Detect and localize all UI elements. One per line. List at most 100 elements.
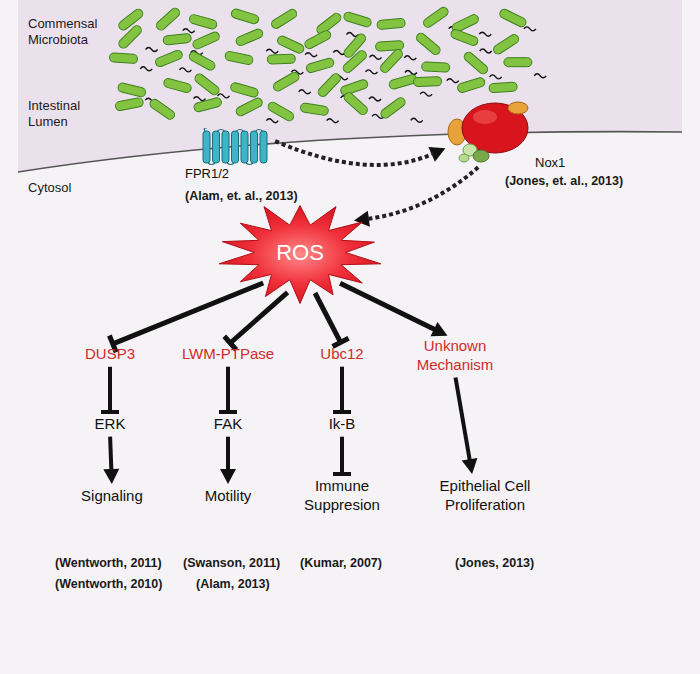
bacterium xyxy=(267,54,295,64)
subunit xyxy=(473,150,489,162)
node-text: Motility xyxy=(205,487,252,506)
metabolite-squiggle xyxy=(183,29,195,33)
process-label: Signaling xyxy=(81,487,143,506)
bacterium xyxy=(498,8,527,28)
metabolite-squiggle xyxy=(140,67,152,71)
node-text: FPR1/2 xyxy=(185,166,275,182)
citation: (Kumar, 2007) xyxy=(300,556,382,572)
metabolite-squiggle xyxy=(420,92,432,96)
region-label: Intestinal Lumen xyxy=(28,98,108,131)
bacterium xyxy=(188,14,217,30)
connector-line xyxy=(315,293,341,342)
citation: (Alam, 2013) xyxy=(196,577,270,593)
metabolite-squiggle xyxy=(299,90,311,94)
bacterium xyxy=(489,82,518,93)
bacterium xyxy=(343,11,372,28)
receptor-helices xyxy=(201,128,271,166)
bacterium xyxy=(492,33,520,56)
citation: (Wentworth, 2011) xyxy=(55,556,162,572)
metabolite-squiggle xyxy=(179,68,191,72)
connector xyxy=(220,437,236,484)
nox1-complex xyxy=(440,100,540,166)
highlight xyxy=(473,110,497,124)
bacterium xyxy=(193,97,222,113)
process-label: ERK xyxy=(95,415,126,434)
connector xyxy=(275,141,445,165)
metabolite-squiggle xyxy=(146,48,158,52)
connector-line xyxy=(340,367,344,412)
helix xyxy=(260,131,267,163)
bacterium xyxy=(267,101,296,123)
connector xyxy=(333,367,351,412)
target-label: DUSP3 xyxy=(85,345,135,364)
process-label: Motility xyxy=(205,487,252,506)
metabolite-squiggle xyxy=(370,55,382,59)
metabolite-squiggle xyxy=(305,53,317,57)
bacterium xyxy=(191,31,220,51)
dashed-connector xyxy=(275,141,433,165)
citation: (Jones, et. al., 2013) xyxy=(505,174,623,190)
node-text: Immune Suppresion xyxy=(297,477,387,515)
connector xyxy=(109,283,263,352)
connector xyxy=(101,367,119,412)
bacterium xyxy=(421,62,449,72)
helix xyxy=(222,131,229,163)
connector xyxy=(456,378,478,475)
node-text: DUSP3 xyxy=(85,345,135,364)
helix xyxy=(251,131,258,163)
helix xyxy=(232,131,239,163)
process-label: Ik-B xyxy=(329,415,356,434)
bacterium xyxy=(276,35,305,55)
connector xyxy=(219,367,237,412)
metabolite-squiggle xyxy=(490,75,502,79)
arrowhead xyxy=(220,469,236,484)
node-text: Unknown Mechanism xyxy=(407,337,503,375)
helix xyxy=(203,131,210,163)
citation: (Jones, 2013) xyxy=(455,556,534,572)
metabolite-squiggle xyxy=(405,71,417,75)
connector xyxy=(340,283,447,336)
bacterium xyxy=(270,8,299,30)
ros-burst: ROS xyxy=(215,200,385,305)
bacterium xyxy=(230,82,259,98)
connector-line xyxy=(456,378,470,462)
enzyme-complex: Nox1 xyxy=(440,100,575,176)
metabolite-squiggle xyxy=(369,97,381,101)
bacterium xyxy=(316,72,342,98)
metabolite-squiggle xyxy=(524,27,536,31)
star xyxy=(219,206,381,304)
process-label: Epithelial Cell Proliferation xyxy=(423,477,547,515)
metabolite-squiggle xyxy=(333,51,345,55)
cell-membrane xyxy=(18,132,682,172)
node-text: Ubc12 xyxy=(320,345,363,364)
metabolite-squiggle xyxy=(447,79,459,83)
metabolite-squiggle xyxy=(266,119,278,123)
bacterium xyxy=(305,57,334,73)
node-text: FAK xyxy=(214,415,242,434)
bacterium xyxy=(109,53,138,64)
bacterium xyxy=(462,50,489,75)
bacterium xyxy=(154,49,183,68)
bacterium xyxy=(303,29,332,50)
bacterium xyxy=(450,28,479,46)
node-text: Ik-B xyxy=(329,415,356,434)
connector xyxy=(224,292,287,349)
bacterium xyxy=(155,6,182,31)
target-label: Unknown Mechanism xyxy=(407,337,503,375)
bacterium xyxy=(188,50,217,71)
node-text: ROS xyxy=(276,239,324,267)
bacterium xyxy=(379,48,405,75)
target-label: Ubc12 xyxy=(320,345,363,364)
bacterium xyxy=(415,31,442,56)
connector xyxy=(333,437,351,474)
metabolite-squiggle xyxy=(194,97,206,101)
connector xyxy=(315,293,349,346)
helix xyxy=(213,131,220,163)
arrowhead xyxy=(428,147,445,162)
connector-line xyxy=(340,283,436,330)
citation: (Wentworth, 2010) xyxy=(55,577,162,593)
connector-line xyxy=(226,367,230,412)
